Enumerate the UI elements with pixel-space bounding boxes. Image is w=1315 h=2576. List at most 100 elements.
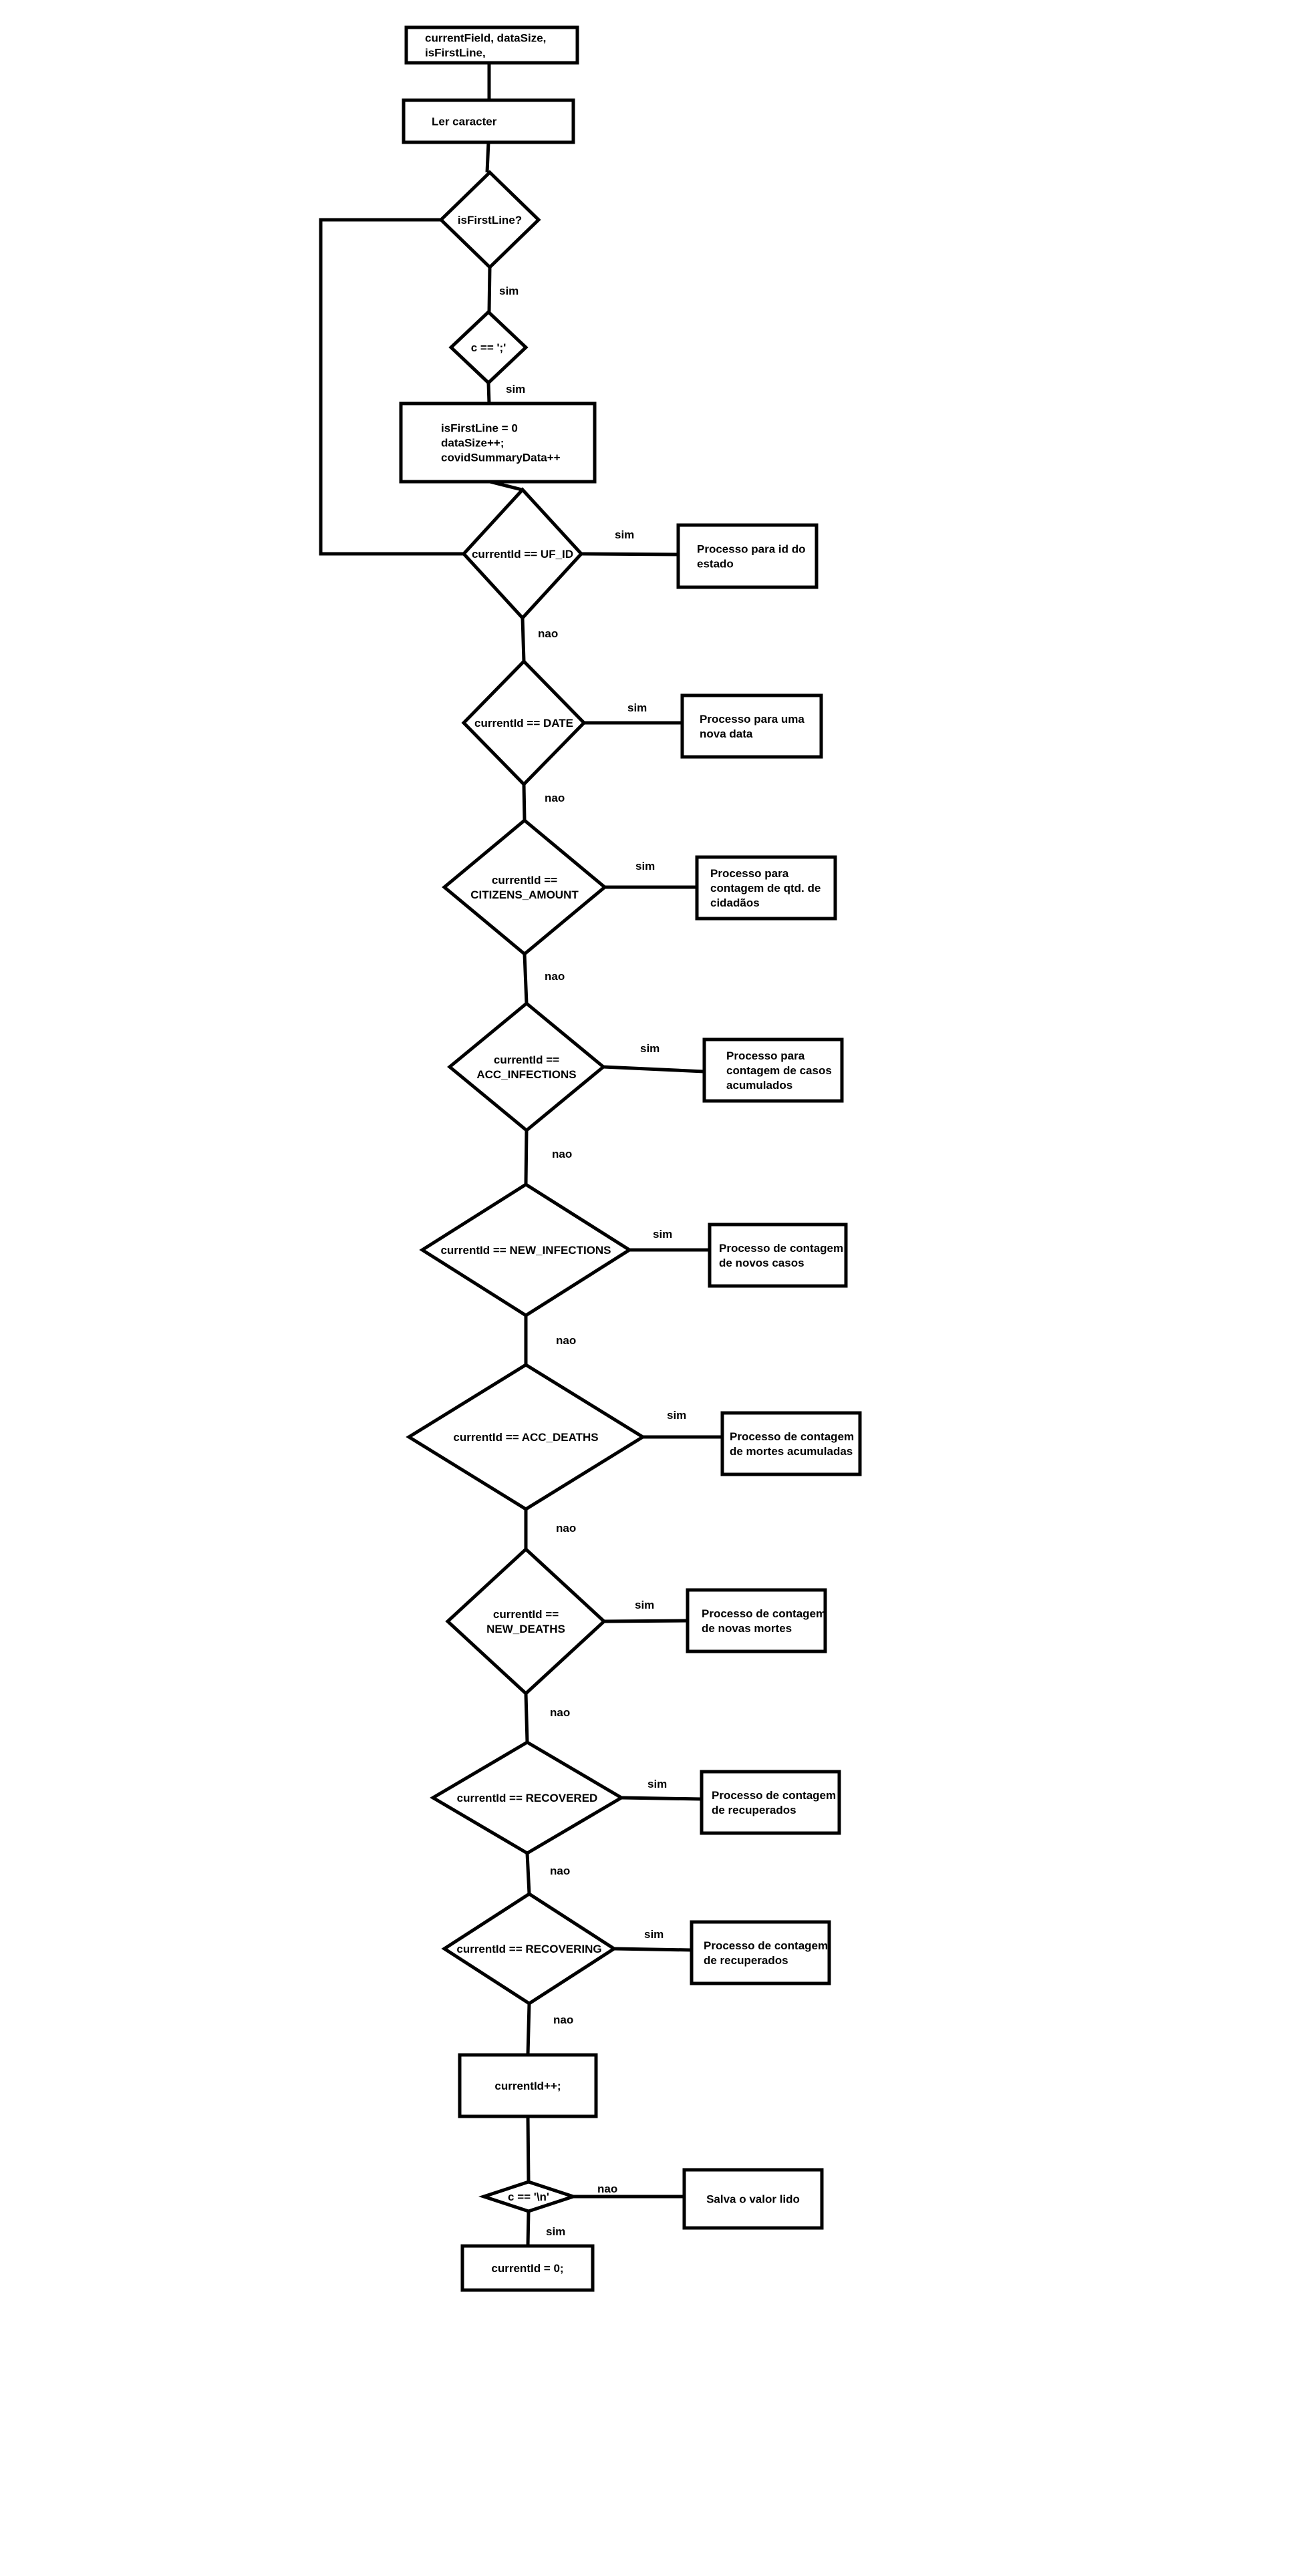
node-c-newline: c == '\n' xyxy=(478,2180,579,2213)
node-label: Processo de contagem xyxy=(704,1939,828,1952)
connector-line xyxy=(526,2116,531,2183)
node-d-new-deaths: currentId == NEW_DEATHS xyxy=(445,1547,607,1696)
node-c-semicolon: c == ';' xyxy=(448,309,529,385)
process-box xyxy=(690,1920,831,1985)
node-d-recovered: currentId == RECOVERED xyxy=(430,1740,625,1855)
node-label: NEW_DEATHS xyxy=(486,1623,565,1635)
edge-label-sim: sim xyxy=(627,701,647,714)
node-label: de novas mortes xyxy=(702,1622,792,1635)
process-box xyxy=(460,2244,595,2292)
node-save-value: Salva o valor lido xyxy=(682,2168,824,2230)
connector-line xyxy=(613,1947,692,1952)
node-label: de recuperados xyxy=(712,1804,796,1816)
flowchart-labels: simsimsimnaosimnaosimnaosimnaosimnaosimn… xyxy=(499,285,686,2238)
edge-label-sim: sim xyxy=(653,1228,672,1241)
node-label: ACC_INFECTIONS xyxy=(476,1068,576,1081)
connector-line xyxy=(486,382,491,404)
node-label: covidSummaryData++ xyxy=(441,452,561,464)
process-box xyxy=(682,2168,824,2230)
connector-line xyxy=(522,784,527,821)
node-label: Processo para uma xyxy=(700,713,805,726)
node-label: currentId == ACC_DEATHS xyxy=(453,1431,598,1444)
node-label: currentId == xyxy=(494,1054,559,1066)
node-read-char: Ler caracter xyxy=(402,98,575,144)
node-label: Ler caracter xyxy=(432,116,497,128)
node-d-acc-inf: currentId == ACC_INFECTIONS xyxy=(447,1001,606,1133)
connector-line xyxy=(319,218,464,556)
node-label: isFirstLine? xyxy=(458,214,522,226)
node-is-first-line: isFirstLine? xyxy=(438,170,541,270)
edge-label-nao: nao xyxy=(552,1148,572,1160)
node-label: CITIZENS_AMOUNT xyxy=(470,889,579,901)
node-label: currentId == NEW_INFECTIONS xyxy=(440,1244,611,1257)
decision-diamond xyxy=(445,1547,607,1696)
flowchart-edges xyxy=(319,63,722,2247)
node-label: contagem de qtd. de xyxy=(710,882,821,895)
process-box xyxy=(680,693,823,759)
decision-diamond xyxy=(448,309,529,385)
node-p-recovered: Processo de contagem de recuperados xyxy=(700,1770,841,1835)
node-label: estado xyxy=(697,558,734,571)
decision-diamond xyxy=(441,1892,617,2005)
node-p-acc-inf: Processo para contagem de casos acumulados xyxy=(702,1037,844,1103)
node-label: Processo de contagem xyxy=(712,1789,836,1802)
node-label: currentId == xyxy=(493,1608,559,1621)
node-label: Processo para xyxy=(726,1050,805,1062)
process-box xyxy=(676,523,819,589)
node-label: Salva o valor lido xyxy=(706,2193,800,2206)
process-box xyxy=(708,1223,848,1288)
process-box xyxy=(720,1411,862,1476)
node-label: currentId = 0; xyxy=(491,2262,563,2275)
node-label: de recuperados xyxy=(704,1954,788,1967)
edge-label-sim: sim xyxy=(667,1409,686,1422)
process-box xyxy=(702,1037,844,1103)
connector-line xyxy=(525,1853,531,1895)
edge-label-sim: sim xyxy=(615,528,634,541)
connector-line xyxy=(526,2211,531,2247)
node-label: c == ';' xyxy=(471,341,506,354)
node-label: c == '\n' xyxy=(508,2191,549,2203)
node-label: currentId == RECOVERING xyxy=(456,1943,601,1955)
node-label: currentId == DATE xyxy=(474,717,573,730)
decision-diamond xyxy=(430,1740,625,1855)
connector-line xyxy=(487,267,492,313)
edge-label-sim: sim xyxy=(506,383,525,395)
decision-diamond xyxy=(461,659,587,787)
node-label: currentId == UF_ID xyxy=(472,548,573,560)
node-inc-id: currentId++; xyxy=(458,2053,598,2118)
decision-diamond xyxy=(438,170,541,270)
process-box xyxy=(695,855,837,921)
decision-diamond xyxy=(478,2180,579,2213)
connector-line xyxy=(485,142,490,173)
node-label: acumulados xyxy=(726,1079,792,1092)
connector-line xyxy=(524,1130,529,1185)
connector-line xyxy=(523,953,529,1004)
decision-diamond xyxy=(406,1363,646,1511)
edge-label-nao: nao xyxy=(556,1522,576,1535)
edge-label-sim: sim xyxy=(499,285,519,297)
node-label: currentId++; xyxy=(494,2080,561,2092)
node-d-citizens: currentId == CITIZENS_AMOUNT xyxy=(442,818,607,957)
decision-diamond xyxy=(447,1001,606,1133)
node-init: currentField, dataSize, isFirstLine, xyxy=(404,25,579,65)
node-d-uf-id: currentId == UF_ID xyxy=(461,487,584,621)
node-label: currentField, dataSize, xyxy=(425,32,546,45)
node-p-recovering: Processo de contagem de recuperados xyxy=(690,1920,831,1985)
node-label: contagem de casos xyxy=(726,1064,832,1077)
node-reset-id: currentId = 0; xyxy=(460,2244,595,2292)
edge-label-sim: sim xyxy=(546,2225,565,2238)
node-label: isFirstLine, xyxy=(425,47,486,59)
edge-label-nao: nao xyxy=(538,627,558,640)
edge-label-sim: sim xyxy=(647,1778,667,1790)
node-label: Processo de contagem xyxy=(719,1242,843,1255)
edge-label-nao: nao xyxy=(556,1334,576,1347)
process-box xyxy=(399,401,597,484)
node-label: currentId == xyxy=(492,874,557,887)
connector-line xyxy=(524,1693,529,1743)
flowchart-shapes: currentField, dataSize, isFirstLine, Ler c… xyxy=(399,25,862,2292)
